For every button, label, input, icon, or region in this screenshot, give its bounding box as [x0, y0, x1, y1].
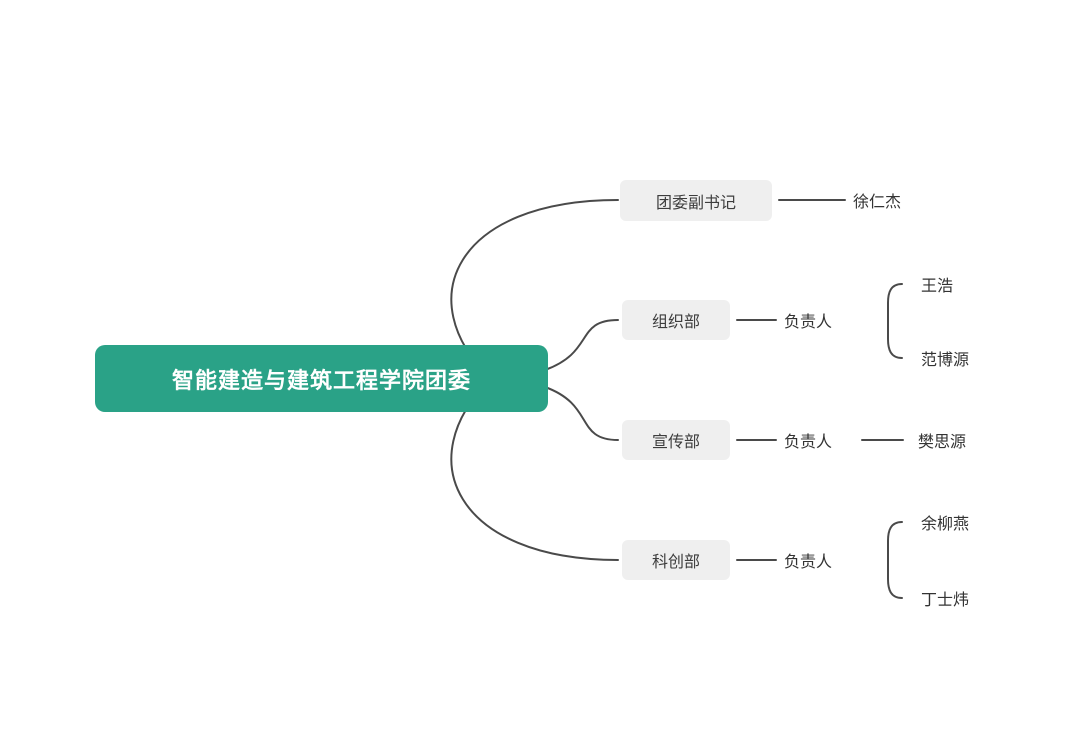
leaf-scitech-member-1[interactable]: 余柳燕: [921, 516, 970, 533]
bracket-scitech-leader-names: [887, 521, 903, 599]
leaf-organization-member-2[interactable]: 范博源: [921, 352, 970, 369]
branch-node-scitech-dept[interactable]: 科创部: [622, 540, 730, 580]
branch-node-organization-dept[interactable]: 组织部: [622, 300, 730, 340]
connector-root-to-organization-dept: [544, 319, 619, 371]
root-label: 智能建造与建筑工程学院团委: [171, 367, 471, 393]
branch-label: 科创部: [651, 554, 700, 571]
root-node[interactable]: 智能建造与建筑工程学院团委: [95, 345, 548, 412]
branch-node-publicity-dept[interactable]: 宣传部: [622, 420, 730, 460]
leaf-scitech-member-2[interactable]: 丁士炜: [921, 592, 970, 609]
leaf-deputy-secretary-name[interactable]: 徐仁杰: [853, 194, 902, 211]
leaf-publicity-leader[interactable]: 负责人: [784, 434, 833, 451]
connector-root-to-publicity-dept: [544, 386, 619, 441]
leaf-publicity-member-1[interactable]: 樊思源: [918, 434, 967, 451]
leaf-scitech-leader[interactable]: 负责人: [784, 554, 833, 571]
branch-label: 团委副书记: [655, 194, 736, 212]
branch-label: 宣传部: [651, 434, 700, 451]
leaf-organization-member-1[interactable]: 王浩: [921, 278, 954, 295]
branch-label: 组织部: [651, 314, 700, 331]
bracket-organization-leader-names: [887, 283, 903, 359]
branch-node-deputy-secretary[interactable]: 团委副书记: [620, 180, 772, 221]
leaf-organization-leader[interactable]: 负责人: [784, 314, 833, 331]
